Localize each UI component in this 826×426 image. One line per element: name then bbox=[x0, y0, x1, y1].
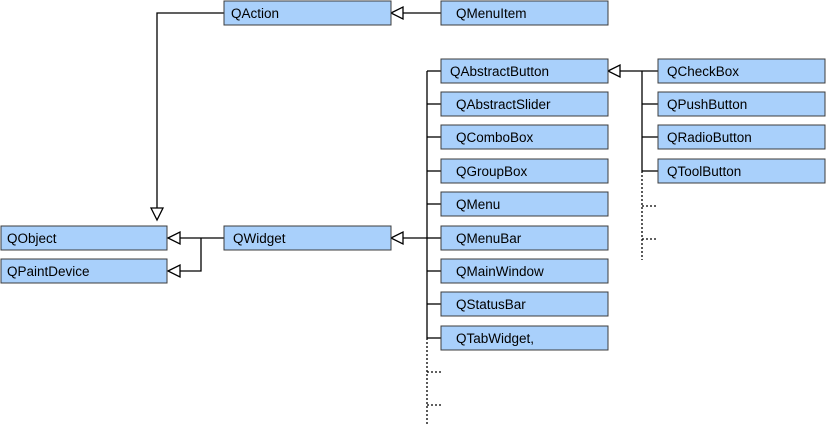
node-qgroupbox: QGroupBox bbox=[440, 158, 609, 184]
node-qwidget: QWidget bbox=[223, 225, 392, 251]
arrowhead-qabstractbutton bbox=[606, 63, 621, 79]
node-label-qpaintdevice: QPaintDevice bbox=[7, 264, 90, 279]
node-qtoolbutton: QToolButton bbox=[657, 158, 826, 184]
node-label-qgroupbox: QGroupBox bbox=[456, 164, 528, 179]
node-qpaintdevice: QPaintDevice bbox=[0, 258, 168, 284]
node-label-qpushbutton: QPushButton bbox=[667, 97, 747, 112]
node-label-qwidget: QWidget bbox=[233, 231, 286, 246]
node-label-qtabwidget: QTabWidget, bbox=[456, 331, 534, 346]
node-label-qabstractslider: QAbstractSlider bbox=[456, 97, 551, 112]
node-qmenu: QMenu bbox=[440, 191, 609, 217]
node-qaction: QAction bbox=[223, 0, 392, 26]
arrowhead-qwidget bbox=[389, 230, 404, 246]
edge-qaction-qobject bbox=[156, 12, 224, 208]
node-qstatusbar: QStatusBar bbox=[440, 291, 609, 317]
node-qabstractslider: QAbstractSlider bbox=[440, 91, 609, 117]
node-label-qabstractbutton: QAbstractButton bbox=[450, 64, 549, 79]
node-label-qmenubar: QMenuBar bbox=[456, 231, 522, 246]
arrowhead-qobject-top bbox=[149, 207, 165, 222]
node-label-qradiobutton: QRadioButton bbox=[667, 130, 752, 145]
node-qmenubar: QMenuBar bbox=[440, 225, 609, 251]
node-label-qobject: QObject bbox=[7, 231, 57, 246]
arrowhead-qaction bbox=[389, 5, 404, 21]
node-qradiobutton: QRadioButton bbox=[657, 124, 826, 150]
node-label-qmainwindow: QMainWindow bbox=[456, 264, 544, 279]
node-qtabwidget: QTabWidget, bbox=[440, 325, 609, 351]
edge-qwidget-qpaintdevice bbox=[180, 238, 202, 272]
arrowhead-qobject-right bbox=[166, 230, 181, 246]
node-qmenuitem: QMenuItem bbox=[440, 0, 609, 26]
arrowhead-qpaintdevice bbox=[166, 263, 181, 279]
node-qobject: QObject bbox=[0, 225, 168, 251]
node-qpushbutton: QPushButton bbox=[657, 91, 826, 117]
node-label-qstatusbar: QStatusBar bbox=[456, 297, 526, 312]
node-label-qaction: QAction bbox=[231, 6, 279, 21]
node-label-qcombobox: QComboBox bbox=[456, 130, 534, 145]
node-qabstractbutton: QAbstractButton bbox=[440, 58, 609, 84]
node-qcheckbox: QCheckBox bbox=[657, 58, 826, 84]
node-label-qmenu: QMenu bbox=[456, 197, 500, 212]
node-qcombobox: QComboBox bbox=[440, 124, 609, 150]
node-label-qmenuitem: QMenuItem bbox=[456, 6, 527, 21]
node-label-qcheckbox: QCheckBox bbox=[667, 64, 739, 79]
node-qmainwindow: QMainWindow bbox=[440, 258, 609, 284]
node-label-qtoolbutton: QToolButton bbox=[667, 164, 741, 179]
